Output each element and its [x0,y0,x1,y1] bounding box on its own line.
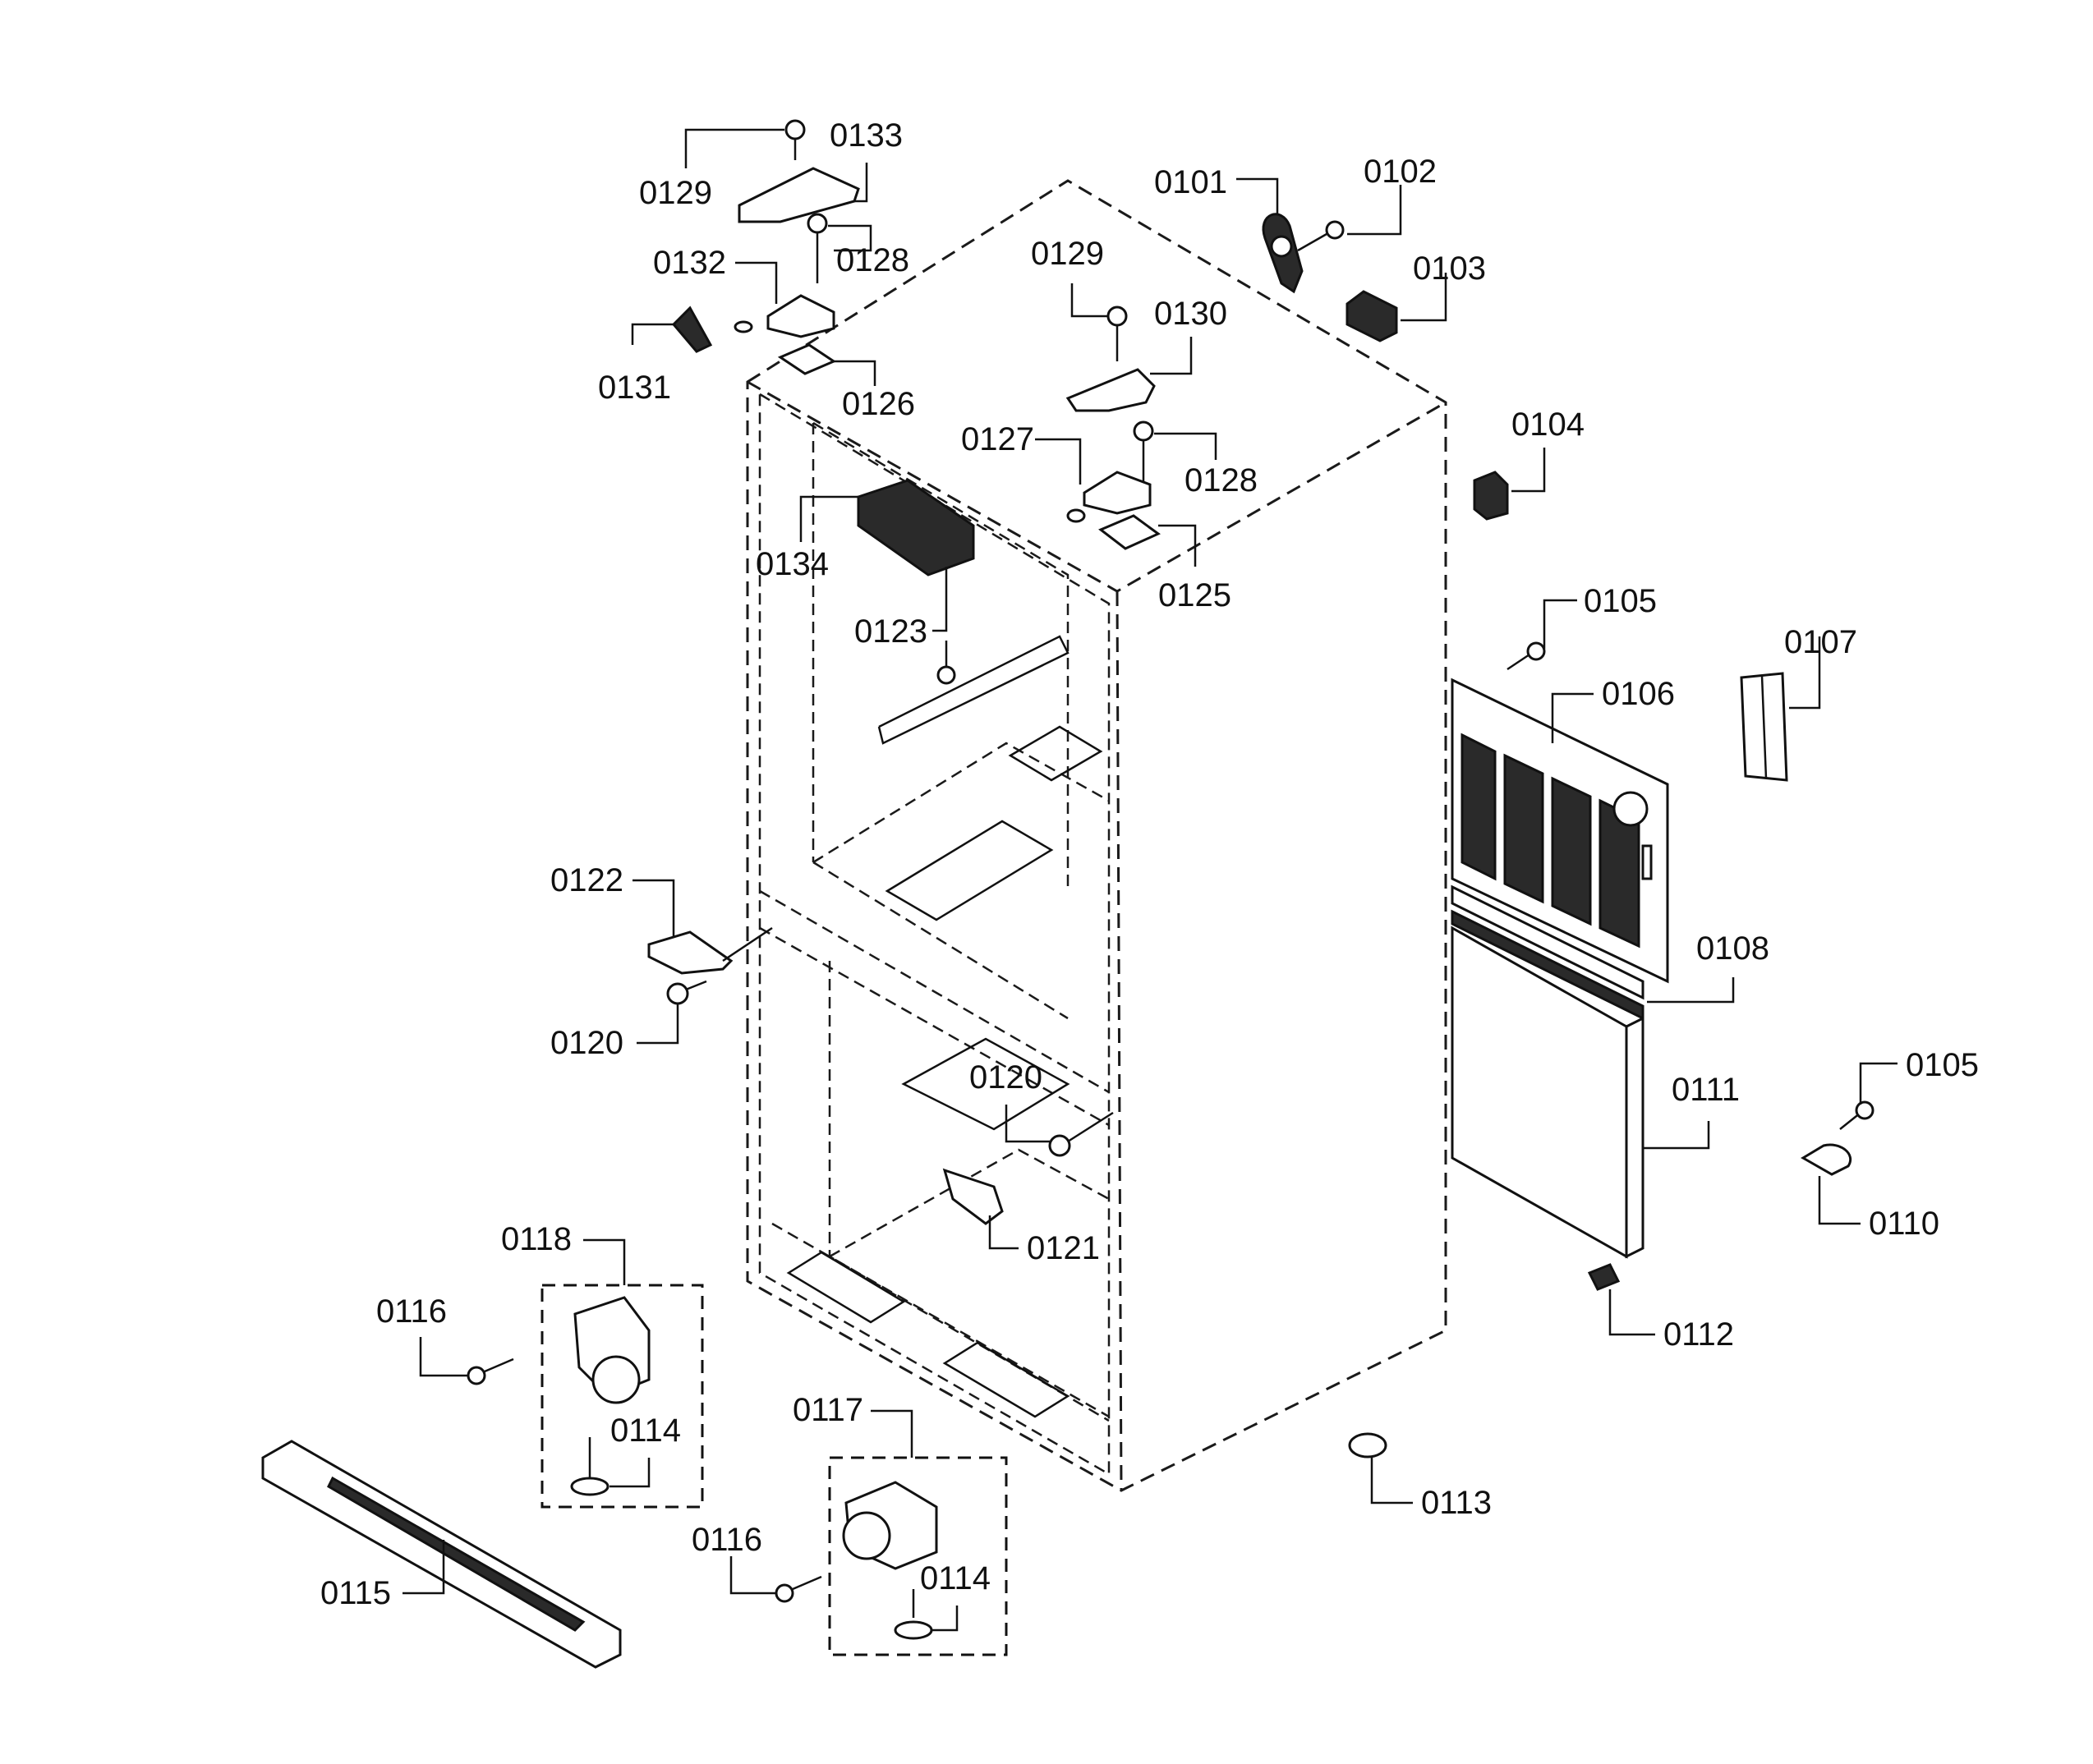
label-0134: 0134 [756,546,829,582]
part-0120-screw-left-shape [666,980,707,1005]
label-0128-upper-left: 0128 [836,242,909,278]
part-0126-plate-shape [777,343,837,375]
label-0111: 0111 [1672,1072,1740,1108]
label-0122: 0122 [550,862,623,898]
label-0131: 0131 [598,370,671,406]
label-0120-right: 0120 [969,1059,1042,1096]
part-0112-shape [1587,1263,1621,1291]
part-0120-screw-right-shape [1048,1111,1114,1157]
label-0120-left: 0120 [550,1025,623,1061]
part-0130-hinge-shape [1065,368,1156,412]
label-0123: 0123 [854,613,927,650]
part-0123-screw-shape [936,641,956,685]
part-0118-caster-group [467,1284,704,1509]
part-0115-kickplate-shape [261,1440,622,1669]
cabinet-outline [746,179,1447,1492]
label-0110: 0110 [1869,1206,1939,1242]
label-0103: 0103 [1413,250,1486,287]
label-0107: 0107 [1784,624,1857,660]
part-0131-shape [671,305,713,353]
part-0107-shape [1740,672,1788,782]
part-0128-screw-upper-left-shape [807,213,828,283]
part-0121-bracket-shape [942,1168,1004,1225]
label-0130: 0130 [1154,296,1227,332]
label-0116-right: 0116 [692,1522,762,1558]
part-0122-hinge-shape [647,926,773,975]
part-0104-shape [1473,471,1509,521]
label-0128-upper-right: 0128 [1184,462,1258,498]
part-0108-strip-shape [1451,884,1644,1021]
part-0129-screw-upper-left-shape [784,119,806,160]
part-0129-screw-upper-right-shape [1106,305,1128,361]
label-0104: 0104 [1511,407,1585,443]
label-0114-left: 0114 [610,1413,681,1449]
part-0110-clamp-shape [1801,1143,1852,1176]
label-0125: 0125 [1158,577,1231,613]
part-0105-screw-upper-shape [1506,641,1546,671]
part-0134-shape [857,479,975,577]
leader-lines [402,128,1898,1632]
label-0102: 0102 [1364,154,1437,190]
label-0112: 0112 [1663,1316,1734,1353]
label-0114-right: 0114 [920,1560,991,1596]
part-0106-grille-shape [1451,678,1669,984]
part-0105-screw-lower-shape [1839,1100,1874,1130]
label-0115: 0115 [320,1575,391,1611]
part-0111-panel-shape [1451,926,1644,1259]
part-0103-shape [1346,290,1398,342]
part-labels: 0101 0102 0103 0104 0105 0106 0107 0108 … [320,117,1979,1611]
label-0129-upper-left: 0129 [639,175,712,211]
part-0102-screw-shape [1297,220,1345,252]
label-0101: 0101 [1154,164,1227,200]
label-0133: 0133 [830,117,903,154]
part-0113-shape [1348,1432,1387,1459]
label-0117: 0117 [793,1392,863,1428]
label-0126: 0126 [842,386,915,422]
label-0105-upper: 0105 [1584,583,1657,619]
label-0121: 0121 [1027,1230,1100,1266]
part-0133-hinge-shape [738,167,860,223]
label-0105-lower: 0105 [1906,1047,1979,1083]
label-0108: 0108 [1696,930,1769,967]
part-0101-shape [1262,213,1304,294]
label-0129-upper-right: 0129 [1031,236,1104,272]
label-0132: 0132 [653,245,726,281]
label-0116-left: 0116 [376,1293,447,1330]
part-0128-screw-upper-right-shape [1133,420,1154,485]
label-0118: 0118 [501,1221,572,1257]
part-0127-plate-shape [1066,471,1152,523]
part-0125-plate-shape [1098,514,1161,550]
label-0113: 0113 [1421,1485,1492,1521]
part-0132-plate-shape [734,294,835,338]
label-0127: 0127 [961,421,1034,457]
label-0106: 0106 [1602,676,1675,712]
part-0117-caster-group [775,1456,1008,1656]
